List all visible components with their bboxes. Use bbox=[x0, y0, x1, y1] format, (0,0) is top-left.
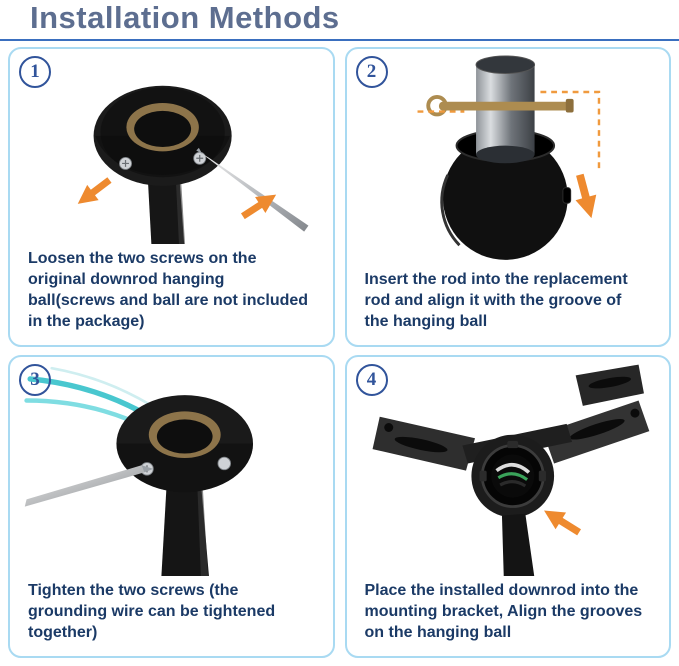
step-panel-2: 2 bbox=[344, 46, 671, 347]
step-1-caption: Loosen the two screws on the original do… bbox=[28, 250, 309, 331]
step-3-illustration bbox=[10, 357, 333, 577]
step-2-illustration bbox=[347, 49, 670, 266]
title-underline bbox=[0, 38, 679, 41]
screwdriver-icon bbox=[24, 464, 154, 507]
step-2-caption: Insert the rod into the replacement rod … bbox=[364, 271, 628, 331]
step-panel-3: 3 bbox=[8, 354, 335, 658]
step-2-number-badge: 2 bbox=[355, 55, 388, 88]
alignment-dashed-lines-icon bbox=[417, 90, 600, 168]
step-1-illustration bbox=[10, 49, 333, 245]
page-title: Installation Methods bbox=[30, 0, 340, 35]
place-direction-arrow-icon bbox=[543, 509, 581, 535]
step-4-caption: Place the installed downrod into the mou… bbox=[364, 582, 643, 642]
screws-icon bbox=[119, 151, 207, 170]
step-4-illustration bbox=[347, 357, 670, 577]
step-1-number-badge: 1 bbox=[19, 55, 51, 88]
downrod-icon bbox=[501, 513, 534, 577]
screwdriver-icon bbox=[196, 147, 309, 232]
clevis-pin-icon bbox=[425, 94, 574, 116]
hanging-ball-icon bbox=[116, 394, 254, 492]
step-3-caption: Tighten the two screws (the grounding wi… bbox=[28, 582, 276, 642]
mounting-bracket-photo-icon bbox=[372, 364, 649, 577]
step-panel-4: 4 bbox=[344, 354, 671, 658]
step-3-number-badge: 3 bbox=[19, 363, 51, 396]
downrod-ball-loosen-photo-icon bbox=[77, 85, 309, 245]
insert-direction-arrow-icon bbox=[575, 173, 596, 218]
step-4-number-badge: 4 bbox=[355, 363, 388, 396]
loosen-direction-arrows-icon bbox=[77, 176, 277, 219]
steps-grid: 1 bbox=[8, 46, 671, 658]
step-panel-1: 1 bbox=[8, 46, 335, 347]
downrod-icon bbox=[161, 481, 209, 577]
hanging-ball-socket-icon bbox=[470, 434, 554, 517]
hanging-ball-icon bbox=[93, 85, 232, 186]
tighten-screws-photo-icon bbox=[24, 366, 254, 577]
rod-insert-photo-icon bbox=[417, 54, 600, 260]
